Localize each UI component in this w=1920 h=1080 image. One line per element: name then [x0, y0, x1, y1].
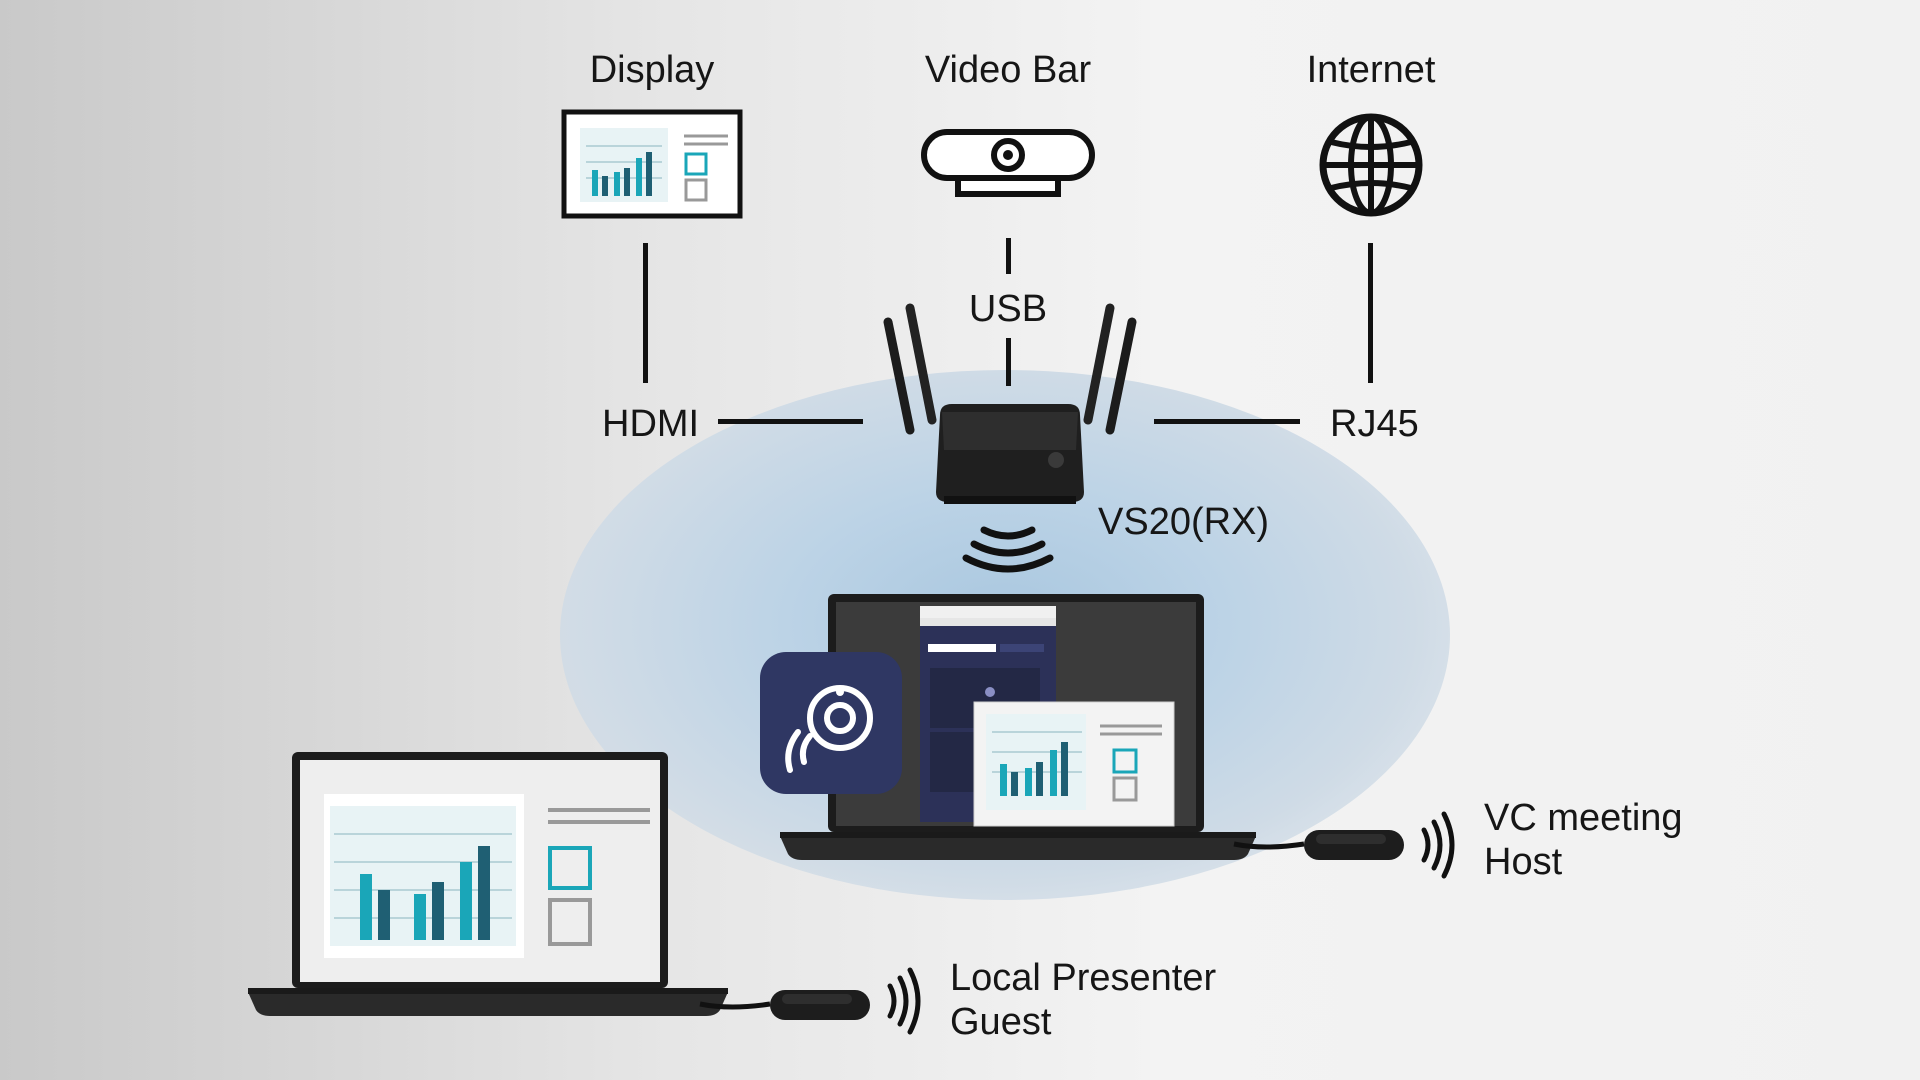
video-bar-connector-line-top: [1006, 238, 1011, 274]
host-usb-dongle: [1233, 830, 1404, 860]
guest-laptop: [248, 752, 728, 1016]
host-label-line2: Host: [1484, 841, 1563, 883]
host-wireless-signal-icon: [1421, 811, 1455, 879]
guest-label-line2: Guest: [950, 1001, 1052, 1043]
guest-usb-dongle: [699, 990, 870, 1020]
receiver-label: VS20(RX): [1098, 501, 1270, 543]
video-bar-label: Video Bar: [924, 49, 1092, 91]
internet-label: Internet: [1306, 49, 1436, 91]
host-laptop: [780, 594, 1256, 860]
display-icon: [561, 109, 743, 219]
guest-label-line1: Local Presenter: [950, 957, 1217, 999]
display-label: Display: [589, 49, 715, 91]
guest-wireless-signal-icon: [887, 967, 921, 1035]
router-icon: [883, 303, 1137, 504]
usb-label: USB: [968, 288, 1048, 330]
video-bar-icon: [921, 129, 1095, 197]
hdmi-label: HDMI: [602, 403, 700, 445]
rj45-connector-line: [1154, 419, 1300, 424]
presentation-app-icon: [760, 652, 902, 794]
globe-icon: [1319, 113, 1423, 217]
rj45-label: RJ45: [1330, 403, 1419, 445]
display-connector-line: [643, 243, 648, 383]
internet-connector-line: [1368, 243, 1373, 383]
wireless-signal-icon: [962, 526, 1054, 573]
hdmi-connector-line: [718, 419, 863, 424]
video-bar-connector-line-bottom: [1006, 338, 1011, 386]
host-label-line1: VC meeting: [1484, 797, 1683, 839]
